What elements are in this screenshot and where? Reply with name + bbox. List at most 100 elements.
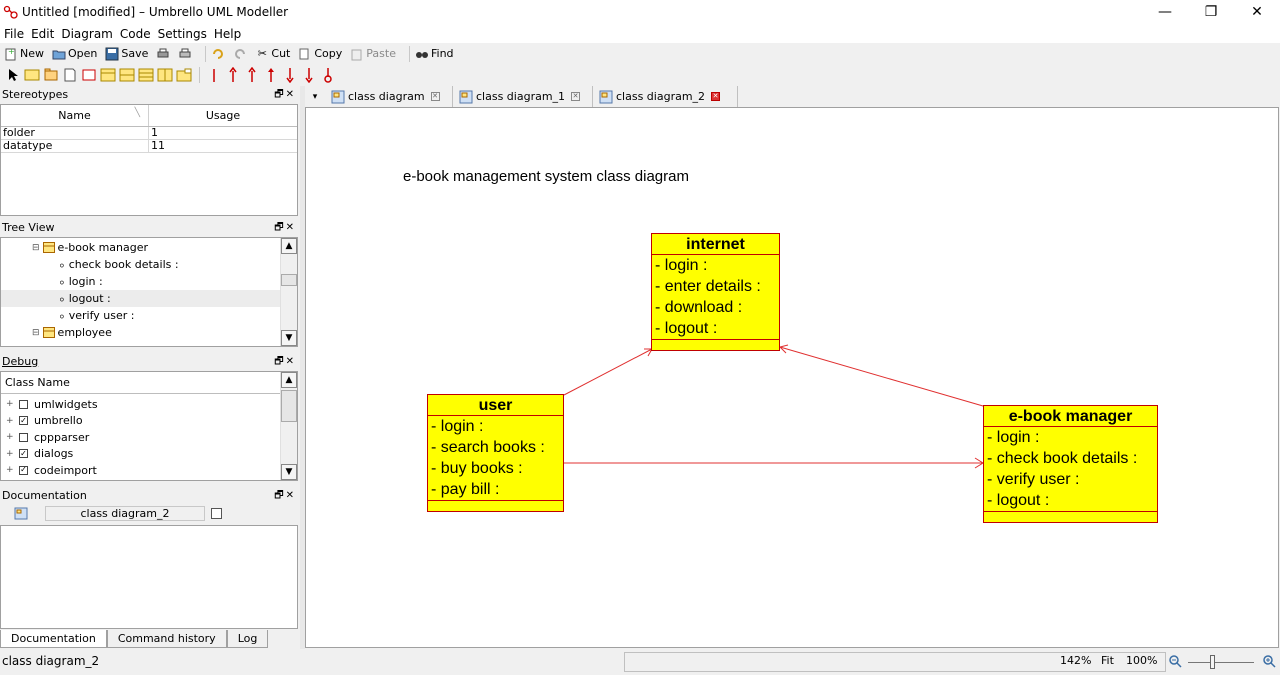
close-tab-icon[interactable]: ✕ [571,92,581,101]
debug-checkbox[interactable]: ✓ [19,448,28,459]
scroll-up-icon[interactable]: ▲ [281,372,297,388]
cut-button[interactable]: ✂ Cut [255,47,291,61]
menu-settings[interactable]: Settings [157,26,207,41]
print-icon[interactable] [156,47,170,61]
composition-tool-icon[interactable] [281,67,298,84]
close-tab-icon[interactable]: ✕ [711,92,721,101]
generalization-tool-icon[interactable] [224,67,241,84]
debug-checkbox[interactable]: ✓ [19,415,28,426]
new-tab-dropdown-icon[interactable]: ▾ [312,91,318,102]
copy-button[interactable]: Copy [298,47,342,61]
dock-float-close-icon[interactable]: 🗗✕ [274,89,296,100]
tab-class-diagram[interactable]: class diagram ✕ [325,86,453,107]
note-tool-icon[interactable] [61,67,78,84]
zoom-fit-button[interactable]: Fit [1101,654,1114,667]
interface-tool-icon[interactable] [99,67,116,84]
list-item[interactable]: + ✓ codeimport [1,462,281,479]
debug-column-header[interactable]: Class Name [1,372,281,394]
menu-code[interactable]: Code [119,26,151,41]
list-item[interactable]: + cppparser [1,429,281,446]
scroll-thumb[interactable] [281,274,297,286]
new-button[interactable]: + New [4,47,44,61]
tree-item[interactable]: ⸰ login : [1,273,281,290]
realization-tool-icon[interactable] [319,67,336,84]
aggregation-tool-icon[interactable] [243,67,260,84]
zoom-slider-track[interactable] [1188,662,1254,663]
diagram-title[interactable]: e-book management system class diagram [403,168,689,185]
select-arrow-icon[interactable] [4,67,21,84]
dock-splitter[interactable] [300,86,305,649]
redo-icon[interactable] [233,47,247,61]
enum-tool-icon[interactable] [137,67,154,84]
expand-icon[interactable]: + [6,448,14,459]
documentation-name-field[interactable]: class diagram_2 [45,505,205,521]
collapse-icon[interactable]: ⊟ [32,242,40,253]
debug-checkbox[interactable]: ✓ [19,465,28,475]
documentation-checkbox[interactable] [211,507,222,519]
undo-icon[interactable] [211,47,225,61]
debug-checkbox[interactable] [19,432,28,442]
class-ebook-manager[interactable]: e-book manager - login : - check book de… [983,405,1158,523]
menu-edit[interactable]: Edit [31,26,55,41]
debug-scrollbar[interactable]: ▲ ▼ [280,372,297,480]
zoom-out-icon[interactable] [1168,654,1182,668]
tree-item[interactable]: ⊟ e-book manager [1,239,281,256]
collapse-icon[interactable]: ⊟ [32,327,40,338]
entity-tool-icon[interactable] [156,67,173,84]
tab-log[interactable]: Log [226,630,269,648]
column-header-name[interactable]: Name ╲ [1,105,149,126]
dock-float-close-icon[interactable]: 🗗✕ [274,490,296,501]
menu-help[interactable]: Help [213,26,242,41]
table-row[interactable]: folder 1 [1,127,297,140]
expand-icon[interactable]: + [6,465,14,476]
template-tool-icon[interactable] [175,67,192,84]
column-header-usage[interactable]: Usage [149,105,297,126]
minimize-button[interactable]: — [1158,4,1172,20]
box-tool-icon[interactable] [80,67,97,84]
table-row[interactable]: datatype 11 [1,140,297,153]
tree-item[interactable]: ⸰ verify user : [1,307,281,324]
save-button[interactable]: Save [105,47,148,61]
containment-tool-icon[interactable] [300,67,317,84]
close-tab-icon[interactable]: ✕ [430,92,440,101]
expand-icon[interactable]: + [6,432,14,443]
list-item[interactable]: + umlwidgets [1,396,281,413]
print-preview-icon[interactable] [178,47,192,61]
tab-command-history[interactable]: Command history [106,630,227,648]
datatype-tool-icon[interactable] [118,67,135,84]
close-window-button[interactable]: ✕ [1251,4,1263,20]
menu-diagram[interactable]: Diagram [61,26,113,41]
tree-item[interactable]: ⊟ employee [1,324,281,341]
tree-item[interactable]: ⸰ check book details : [1,256,281,273]
dock-float-close-icon[interactable]: 🗗✕ [274,356,296,367]
zoom-in-icon[interactable] [1262,654,1276,668]
tab-documentation[interactable]: Documentation [0,630,107,648]
expand-icon[interactable]: + [6,415,14,426]
open-button[interactable]: Open [52,47,97,61]
tree-view-scrollbar[interactable]: ▲ ▼ [280,238,297,346]
association-internet-ebook[interactable] [779,346,984,407]
tab-class-diagram-2[interactable]: class diagram_2 ✕ [593,86,738,107]
class-user[interactable]: user - login : - search books : - buy bo… [427,394,564,512]
scroll-down-icon[interactable]: ▼ [281,464,297,480]
diagram-canvas[interactable]: e-book management system class diagram i… [305,107,1279,648]
scroll-down-icon[interactable]: ▼ [281,330,297,346]
association-tool-icon[interactable] [205,67,222,84]
list-item[interactable]: + ✓ umbrello [1,413,281,430]
expand-icon[interactable]: + [6,399,14,410]
dock-float-close-icon[interactable]: 🗗✕ [274,222,296,233]
scroll-up-icon[interactable]: ▲ [281,238,297,254]
paste-button[interactable]: Paste [350,47,396,61]
class-tool-icon[interactable] [23,67,40,84]
debug-checkbox[interactable] [19,399,28,409]
zoom-100-button[interactable]: 100% [1126,654,1158,667]
documentation-textarea[interactable] [0,525,298,629]
maximize-button[interactable]: ❐ [1204,4,1218,20]
zoom-slider-handle[interactable] [1210,655,1215,669]
tree-item[interactable]: ⸰ logout : [1,290,281,307]
package-tool-icon[interactable] [42,67,59,84]
dependency-tool-icon[interactable] [262,67,279,84]
tab-class-diagram-1[interactable]: class diagram_1 ✕ [453,86,593,107]
class-internet[interactable]: internet - login : - enter details : - d… [651,233,780,351]
list-item[interactable]: + ✓ dialogs [1,446,281,463]
